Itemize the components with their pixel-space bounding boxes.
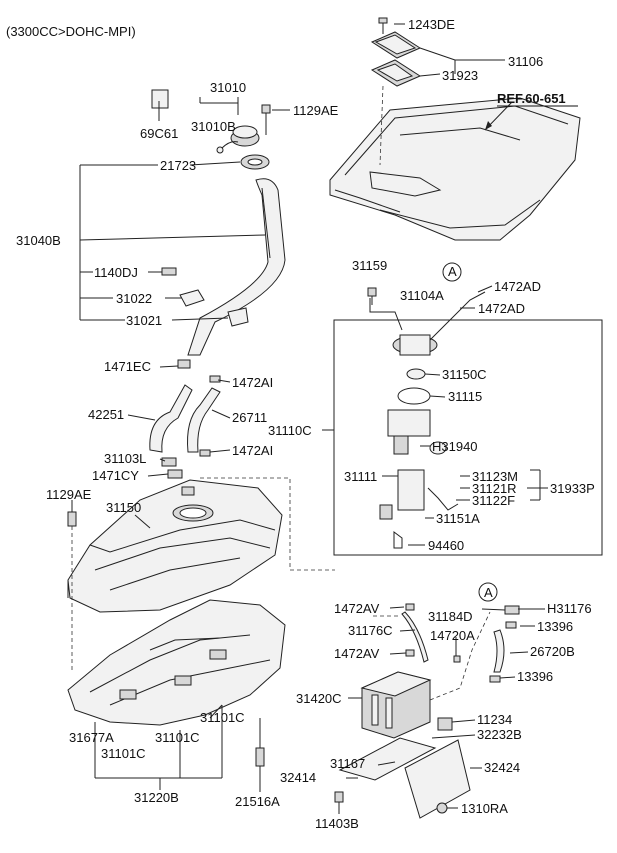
part-69C61: 69C61 <box>140 126 178 141</box>
part-14720A: 14720A <box>430 628 475 643</box>
part-31106: 31106 <box>508 54 543 69</box>
part-31159: 31159 <box>352 258 387 273</box>
part-31101C-a: 31101C <box>200 710 245 725</box>
part-1472AI-b: 1472AI <box>232 443 273 458</box>
part-H31176: H31176 <box>547 601 592 616</box>
part-31022: 31022 <box>116 291 152 306</box>
part-1472AV-b: 1472AV <box>334 646 380 661</box>
pump-assembly-box-31110C <box>333 319 603 556</box>
tank-protector-31101C <box>67 599 286 726</box>
part-31010: 31010 <box>210 80 246 95</box>
part-31220B: 31220B <box>134 790 179 805</box>
part-11234: 11234 <box>477 712 512 727</box>
fuel-tank-31150 <box>67 479 283 613</box>
part-94460: 94460 <box>428 538 464 553</box>
part-21723: 21723 <box>160 158 196 173</box>
floor-panel <box>329 97 581 241</box>
part-31010B: 31010B <box>191 119 236 134</box>
part-31040B: 31040B <box>16 233 61 248</box>
part-31123M: 31123M <box>472 469 518 484</box>
part-1243DE: 1243DE <box>408 17 455 32</box>
reference-label: REF.60-651 <box>497 91 566 106</box>
part-1472AV-a: 1472AV <box>334 601 380 616</box>
part-31176C: 31176C <box>348 623 393 638</box>
canister-31420C <box>360 671 432 739</box>
part-31420C: 31420C <box>296 691 342 706</box>
circle-ref-a-bottom: A <box>484 585 493 600</box>
part-1471EC: 1471EC <box>104 359 151 374</box>
part-31111: 31111 <box>344 469 377 484</box>
part-31677A: 31677A <box>69 730 114 745</box>
circle-ref-a-top: A <box>448 264 457 279</box>
part-31121R: 31121R <box>472 481 517 496</box>
part-26720B: 26720B <box>530 644 575 659</box>
part-1129AE-left: 1129AE <box>46 487 92 502</box>
part-32424: 32424 <box>484 760 520 775</box>
part-31115: 31115 <box>448 389 482 404</box>
part-31167: 31167 <box>330 756 365 771</box>
part-1472AD-a: 1472AD <box>494 279 541 294</box>
part-1140DJ: 1140DJ <box>94 265 138 280</box>
part-31933P: 31933P <box>550 481 595 496</box>
part-26711: 26711 <box>232 410 267 425</box>
part-13396-a: 13396 <box>537 619 573 634</box>
part-32414: 32414 <box>280 770 316 785</box>
part-31101C-b: 31101C <box>101 746 146 761</box>
part-31150C: 31150C <box>442 367 487 382</box>
part-31021: 31021 <box>126 313 162 328</box>
part-31122F: 31122F <box>472 493 515 508</box>
part-31104A: 31104A <box>400 288 444 303</box>
part-31184D: 31184D <box>428 609 473 624</box>
fuel-pump-module <box>379 291 486 549</box>
part-1310RA: 1310RA <box>461 801 508 816</box>
part-11403B: 11403B <box>315 816 359 831</box>
access-cover-31106 <box>370 17 422 166</box>
canister-bracket-31167 <box>338 717 471 819</box>
part-42251: 42251 <box>88 407 124 422</box>
part-31923: 31923 <box>442 68 478 83</box>
part-31110C: 31110C <box>268 423 312 438</box>
engine-spec-header: (3300CC>DOHC-MPI) <box>6 24 136 39</box>
filler-hoses <box>149 359 221 479</box>
part-31101C-c: 31101C <box>155 730 200 745</box>
part-21516A: 21516A <box>235 794 280 809</box>
part-31150: 31150 <box>106 500 141 515</box>
part-1471CY: 1471CY <box>92 468 139 483</box>
part-31151A: 31151A <box>436 511 480 526</box>
part-32232B: 32232B <box>477 727 522 742</box>
filler-neck-pipe <box>161 178 286 356</box>
part-13396-b: 13396 <box>517 669 553 684</box>
part-31103L: 31103L <box>104 451 146 466</box>
filler-cap-31010 <box>151 89 271 170</box>
part-1472AI-a: 1472AI <box>232 375 273 390</box>
part-1129AE-top: 1129AE <box>293 103 339 118</box>
part-H31940: H31940 <box>432 439 478 454</box>
part-1472AD-b: 1472AD <box>478 301 525 316</box>
bolt-1129AE <box>67 511 77 527</box>
